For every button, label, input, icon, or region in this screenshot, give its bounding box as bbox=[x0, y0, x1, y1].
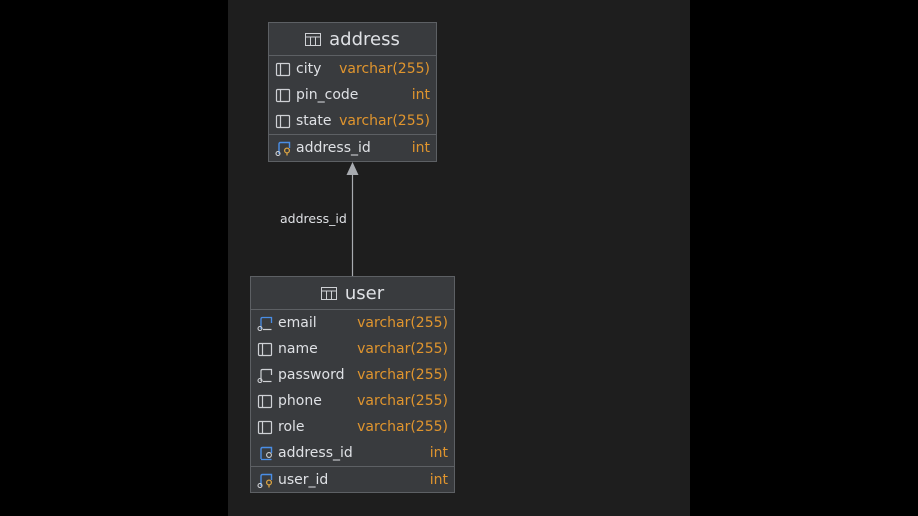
column-icon bbox=[257, 420, 278, 435]
column-row[interactable]: phone varchar(255) bbox=[251, 388, 454, 414]
column-name: address_id bbox=[296, 140, 371, 156]
key-separator bbox=[251, 466, 454, 467]
column-name: name bbox=[278, 341, 318, 357]
table-header: user bbox=[251, 277, 454, 310]
indexed-column-icon bbox=[257, 368, 278, 383]
column-type: int bbox=[411, 140, 430, 156]
column-row[interactable]: city varchar(255) bbox=[269, 56, 436, 82]
column-type: varchar(255) bbox=[357, 393, 448, 409]
column-icon bbox=[257, 342, 278, 357]
column-type: varchar(255) bbox=[339, 61, 430, 77]
column-name: address_id bbox=[278, 445, 353, 461]
column-icon bbox=[275, 88, 296, 103]
table-title: address bbox=[329, 28, 400, 50]
column-name: state bbox=[296, 113, 332, 129]
table-icon bbox=[320, 286, 337, 300]
column-name: phone bbox=[278, 393, 322, 409]
column-name: pin_code bbox=[296, 87, 359, 103]
table-title: user bbox=[344, 282, 385, 304]
column-type: varchar(255) bbox=[357, 367, 448, 383]
column-name: role bbox=[278, 419, 305, 435]
column-icon bbox=[275, 62, 296, 77]
column-row[interactable]: address_id int bbox=[269, 135, 436, 161]
primary-key-icon bbox=[275, 141, 296, 156]
column-row[interactable]: role varchar(255) bbox=[251, 414, 454, 440]
column-icon bbox=[275, 114, 296, 129]
column-row[interactable]: name varchar(255) bbox=[251, 336, 454, 362]
column-type: varchar(255) bbox=[357, 419, 448, 435]
column-row[interactable]: address_id int bbox=[251, 440, 454, 466]
column-row[interactable]: email varchar(255) bbox=[251, 310, 454, 336]
column-row[interactable]: state varchar(255) bbox=[269, 108, 436, 134]
column-type: varchar(255) bbox=[357, 341, 448, 357]
unique-column-icon bbox=[257, 316, 278, 331]
arrowhead-icon bbox=[346, 162, 359, 175]
primary-key-icon bbox=[257, 473, 278, 488]
table-icon bbox=[305, 32, 322, 46]
column-row[interactable]: user_id int bbox=[251, 467, 454, 493]
column-type: int bbox=[429, 472, 448, 488]
column-icon bbox=[257, 394, 278, 409]
column-type: varchar(255) bbox=[357, 315, 448, 331]
column-name: city bbox=[296, 61, 322, 77]
column-name: email bbox=[278, 315, 317, 331]
key-separator bbox=[269, 134, 436, 135]
table-header: address bbox=[269, 23, 436, 56]
relation-label: address_id bbox=[280, 211, 347, 226]
column-name: user_id bbox=[278, 472, 329, 488]
column-type: int bbox=[411, 87, 430, 103]
column-type: varchar(255) bbox=[339, 113, 430, 129]
foreign-key-icon bbox=[257, 446, 278, 461]
column-type: int bbox=[429, 445, 448, 461]
column-row[interactable]: password varchar(255) bbox=[251, 362, 454, 388]
column-name: password bbox=[278, 367, 345, 383]
column-row[interactable]: pin_code int bbox=[269, 82, 436, 108]
